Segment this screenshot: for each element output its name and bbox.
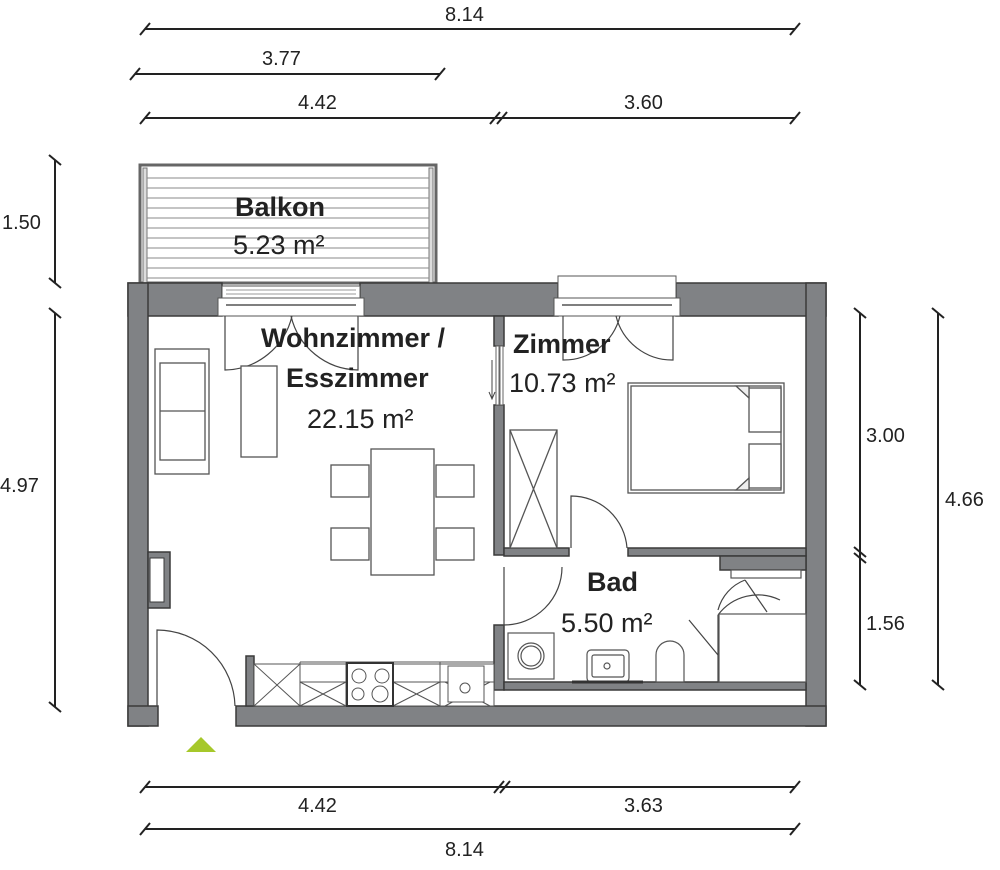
dim-bottom-total: 8.14 [445,839,484,861]
kitchen [253,661,495,707]
dim-bottom-right: 3.63 [624,795,663,817]
room-balkon-area: 5.23 m² [233,230,325,260]
doors [156,315,781,707]
dim-top-balcony: 3.77 [262,48,301,70]
dimension-lines [48,22,945,836]
dim-left-total: 4.97 [0,475,39,497]
bedroom-furniture [509,382,785,549]
coffee-table [240,365,278,458]
balcony-decking [147,177,429,279]
room-balkon-name: Balkon [235,192,326,222]
room-wohnzimmer-name-line1: Wohnzimmer / [261,323,446,353]
windows [217,275,681,317]
room-zimmer-name: Zimmer [513,329,611,359]
room-bad-area: 5.50 m² [561,608,653,638]
dim-right-lower: 1.56 [866,613,905,635]
toilet [655,640,685,683]
dim-top-right: 3.60 [624,92,663,114]
room-wohnzimmer-area: 22.15 m² [307,404,414,434]
room-wohnzimmer-name-line2: Esszimmer [286,363,429,393]
bath-furniture [507,569,807,684]
dim-bottom-left: 4.42 [298,795,337,817]
balcony [138,163,438,285]
living-furniture [154,348,475,576]
dim-top-left: 4.42 [298,92,337,114]
room-bad-name: Bad [587,567,639,597]
shower [718,613,807,683]
dining-table [370,448,435,576]
dim-right-total: 4.66 [945,489,984,511]
dim-left-balcony: 1.50 [2,212,41,234]
dim-right-upper: 3.00 [866,425,905,447]
room-zimmer-area: 10.73 m² [509,368,616,398]
dim-top-total: 8.14 [445,4,484,26]
sliding-door [488,345,504,406]
entrance-triangle-icon [186,737,216,752]
chimney-niche [149,557,165,603]
